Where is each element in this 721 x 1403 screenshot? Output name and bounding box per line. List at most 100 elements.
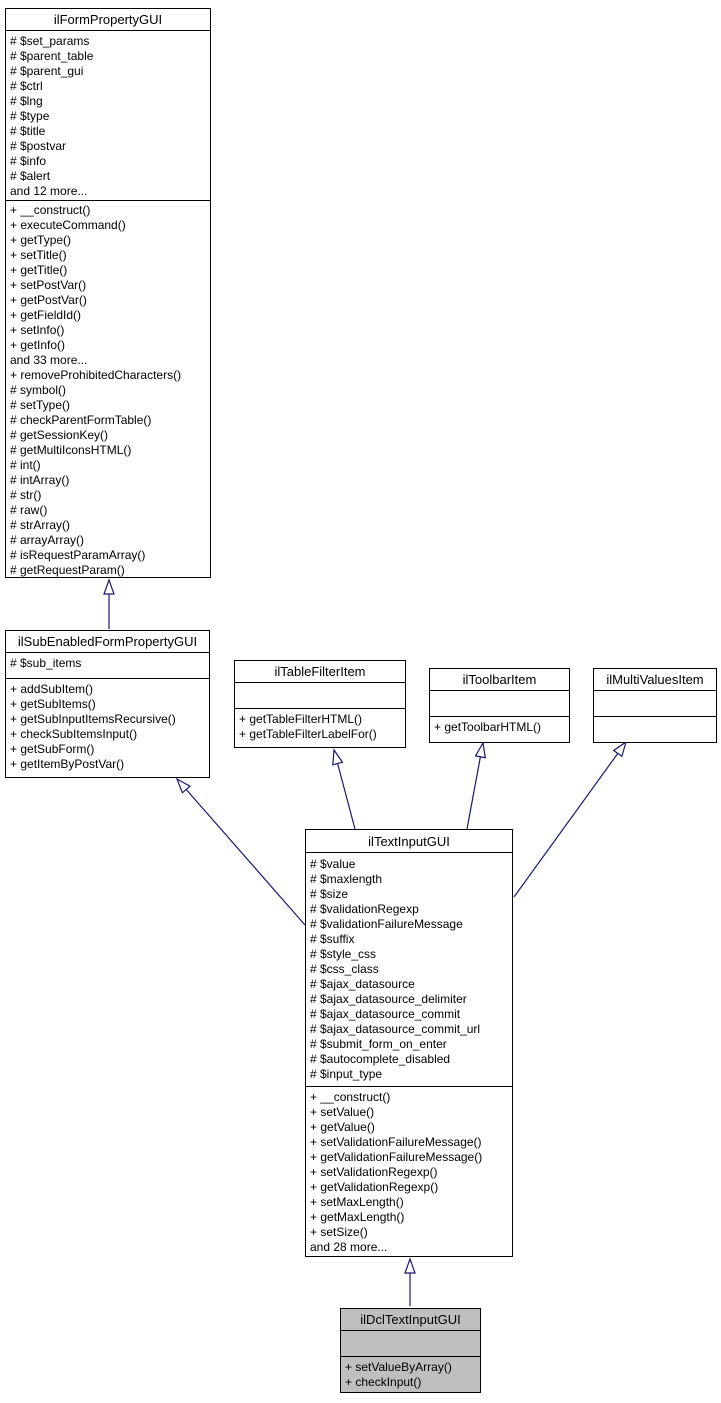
member-line: # arrayArray() bbox=[10, 533, 85, 547]
member-line: + setTitle() bbox=[10, 248, 67, 262]
class-attributes-ilToolbarItem bbox=[430, 691, 569, 717]
class-attributes-ilTextInputGUI: # $value# $maxlength# $size# $validation… bbox=[306, 853, 512, 1087]
class-methods-ilFormPropertyGUI: + __construct()+ executeCommand()+ getTy… bbox=[6, 201, 210, 577]
member-line: # intArray() bbox=[10, 473, 70, 487]
member-line: # $lng bbox=[10, 94, 43, 108]
member-line: # $validationFailureMessage bbox=[310, 917, 463, 931]
member-line: # $submit_form_on_enter bbox=[310, 1037, 447, 1051]
member-line: # strArray() bbox=[10, 518, 70, 532]
class-title-ilDclTextInputGUI: ilDclTextInputGUI bbox=[341, 1309, 480, 1331]
inheritance-arrow-ilDclTextInputGUI-to-ilTextInputGUI bbox=[404, 1257, 416, 1306]
member-line: + checkInput() bbox=[345, 1375, 422, 1389]
member-line: # $ajax_datasource_commit_url bbox=[310, 1022, 481, 1036]
member-line: # $ajax_datasource_commit bbox=[310, 1007, 461, 1021]
class-title-ilToolbarItem: ilToolbarItem bbox=[430, 669, 569, 691]
member-line: # $alert bbox=[10, 169, 51, 183]
member-line: # $parent_gui bbox=[10, 64, 84, 78]
member-line: and 33 more... bbox=[10, 353, 88, 367]
member-line: + checkSubItemsInput() bbox=[10, 727, 138, 741]
class-title-ilSubEnabledFormPropertyGUI: ilSubEnabledFormPropertyGUI bbox=[6, 631, 209, 653]
class-title-ilFormPropertyGUI: ilFormPropertyGUI bbox=[6, 9, 210, 31]
member-line: # $autocomplete_disabled bbox=[310, 1052, 451, 1066]
member-line: # $type bbox=[10, 109, 50, 123]
member-line: + getSubInputItemsRecursive() bbox=[10, 712, 176, 726]
class-ilFormPropertyGUI: ilFormPropertyGUI # $set_params# $parent… bbox=[5, 8, 211, 578]
member-line: + setValidationFailureMessage() bbox=[310, 1135, 482, 1149]
member-line: # str() bbox=[10, 488, 42, 502]
class-title-ilTextInputGUI: ilTextInputGUI bbox=[306, 830, 512, 853]
member-line: + getValue() bbox=[310, 1120, 375, 1134]
class-title-ilMultiValuesItem: ilMultiValuesItem bbox=[594, 669, 716, 691]
member-line: # $css_class bbox=[310, 962, 379, 976]
member-line: + executeCommand() bbox=[10, 218, 126, 232]
member-line: # $title bbox=[10, 124, 46, 138]
class-ilDclTextInputGUI: ilDclTextInputGUI + setValueByArray()+ c… bbox=[340, 1308, 481, 1393]
class-attributes-ilMultiValuesItem bbox=[594, 691, 716, 717]
member-line: + getType() bbox=[10, 233, 72, 247]
class-attributes-ilFormPropertyGUI: # $set_params# $parent_table# $parent_gu… bbox=[6, 31, 210, 201]
class-attributes-ilSubEnabledFormPropertyGUI: # $sub_items bbox=[6, 653, 209, 679]
member-line: # $input_type bbox=[310, 1067, 383, 1081]
member-line: + getValidationFailureMessage() bbox=[310, 1150, 483, 1164]
member-line: # $set_params bbox=[10, 34, 90, 48]
member-line: # $postvar bbox=[10, 139, 67, 153]
member-line: + setMaxLength() bbox=[310, 1195, 404, 1209]
class-ilTextInputGUI: ilTextInputGUI # $value# $maxlength# $si… bbox=[305, 829, 513, 1257]
inheritance-arrow-ilSubEnabledFormPropertyGUI-to-ilFormPropertyGUI bbox=[103, 578, 115, 629]
member-line: + getSubItems() bbox=[10, 697, 96, 711]
member-line: # int() bbox=[10, 458, 41, 472]
member-line: # symbol() bbox=[10, 383, 67, 397]
member-line: # getMultiIconsHTML() bbox=[10, 443, 132, 457]
class-methods-ilMultiValuesItem bbox=[594, 717, 716, 742]
member-line: # getRequestParam() bbox=[10, 563, 125, 577]
member-line: + getInfo() bbox=[10, 338, 66, 352]
class-methods-ilSubEnabledFormPropertyGUI: + addSubItem()+ getSubItems()+ getSubInp… bbox=[6, 679, 209, 777]
member-line: + removeProhibitedCharacters() bbox=[10, 368, 182, 382]
member-line: + getSubForm() bbox=[10, 742, 95, 756]
member-line: # $info bbox=[10, 154, 47, 168]
member-line: and 28 more... bbox=[310, 1240, 388, 1254]
class-ilSubEnabledFormPropertyGUI: ilSubEnabledFormPropertyGUI # $sub_items… bbox=[5, 630, 210, 778]
member-line: + addSubItem() bbox=[10, 682, 94, 696]
class-ilTableFilterItem: ilTableFilterItem + getTableFilterHTML()… bbox=[234, 660, 406, 748]
member-line: + setValue() bbox=[310, 1105, 375, 1119]
member-line: + getTableFilterHTML() bbox=[239, 712, 363, 726]
member-line: + getTableFilterLabelFor() bbox=[239, 727, 377, 741]
member-line: # checkParentFormTable() bbox=[10, 413, 152, 427]
member-line: # $maxlength bbox=[310, 872, 383, 886]
class-attributes-ilDclTextInputGUI bbox=[341, 1331, 480, 1357]
inheritance-arrow-ilTextInputGUI-to-ilTableFilterItem bbox=[332, 748, 356, 830]
inheritance-arrow-ilTextInputGUI-to-ilToolbarItem bbox=[466, 741, 487, 830]
member-line: # $size bbox=[310, 887, 349, 901]
member-line: # $value bbox=[310, 857, 356, 871]
member-line: + setValidationRegexp() bbox=[310, 1165, 438, 1179]
member-line: # $ctrl bbox=[10, 79, 43, 93]
member-line: + setPostVar() bbox=[10, 278, 87, 292]
member-line: # $ajax_datasource bbox=[310, 977, 415, 991]
member-line: + getTitle() bbox=[10, 263, 68, 277]
member-line: + setValueByArray() bbox=[345, 1360, 452, 1374]
member-line: # $ajax_datasource_delimiter bbox=[310, 992, 467, 1006]
member-line: + getValidationRegexp() bbox=[310, 1180, 439, 1194]
member-line: + getFieldId() bbox=[10, 308, 82, 322]
member-line: + __construct() bbox=[310, 1090, 391, 1104]
member-line: + setSize() bbox=[310, 1225, 368, 1239]
inheritance-arrow-ilTextInputGUI-to-ilSubEnabledFormPropertyGUI bbox=[175, 777, 306, 926]
class-methods-ilToolbarItem: + getToolbarHTML() bbox=[430, 717, 569, 742]
member-line: # getSessionKey() bbox=[10, 428, 109, 442]
class-ilMultiValuesItem: ilMultiValuesItem bbox=[593, 668, 717, 743]
member-line: # $suffix bbox=[310, 932, 355, 946]
member-line: # $parent_table bbox=[10, 49, 94, 63]
class-methods-ilTableFilterItem: + getTableFilterHTML()+ getTableFilterLa… bbox=[235, 709, 405, 747]
class-title-ilTableFilterItem: ilTableFilterItem bbox=[235, 661, 405, 683]
member-line: + getToolbarHTML() bbox=[434, 720, 542, 734]
member-line: # $style_css bbox=[310, 947, 377, 961]
member-line: # isRequestParamArray() bbox=[10, 548, 146, 562]
member-line: # $sub_items bbox=[10, 656, 82, 670]
member-line: # raw() bbox=[10, 503, 48, 517]
member-line: and 12 more... bbox=[10, 184, 88, 198]
member-line: # $validationRegexp bbox=[310, 902, 419, 916]
member-line: + setInfo() bbox=[10, 323, 65, 337]
